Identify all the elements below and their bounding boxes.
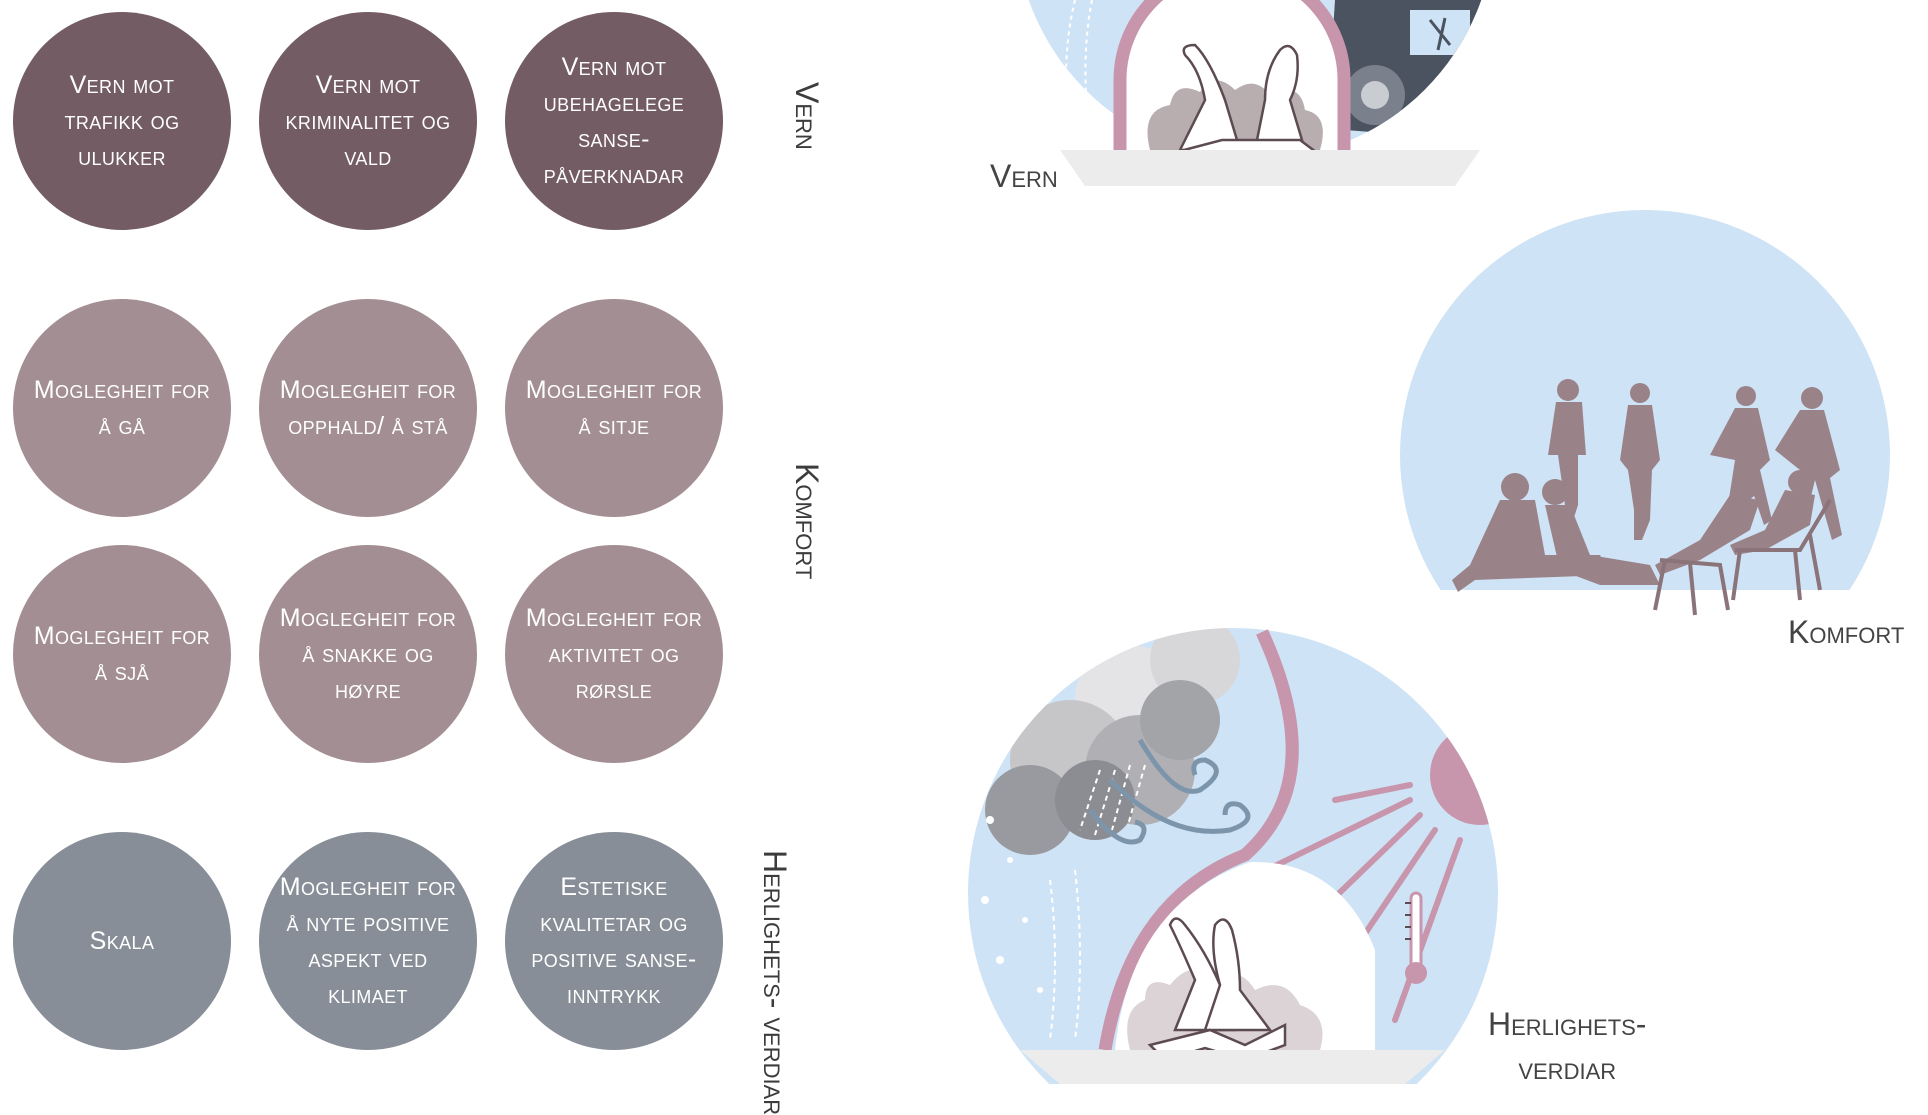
illustrations [968,0,1890,1084]
herlighetsverdiar-illustration [968,628,1498,1084]
circle-herlig-skala: Skala [13,832,231,1050]
circle-text: Moglegheit for å snakke og høyre [279,604,457,704]
chairs-icon [1653,498,1832,616]
wind-icon [1088,738,1251,845]
circle-herlig-estetiske: Estetiske kvalitetar og positive sanse-i… [505,832,723,1050]
komfort-illustration [1400,210,1890,616]
vern-illustration [1026,0,1495,186]
illustration-label-herlighetsverdiar: Herlighets- verdiar [1488,1006,1647,1086]
circle-herlig-klimaet: Moglegheit for å nyte positive aspekt ve… [259,832,477,1050]
circle-text: Moglegheit for aktivitet og rørsle [525,604,703,704]
row-label-vern: Vern [789,82,825,150]
row-label-herlighetsverdiar: Herlighets- verdiar [757,850,793,1115]
circle-text: Moglegheit for opphald/ å stå [279,376,457,440]
circle-komfort-snakke: Moglegheit for å snakke og høyre [259,545,477,763]
circle-komfort-aktivitet: Moglegheit for aktivitet og rørsle [505,545,723,763]
circle-komfort-ga: Moglegheit for å gå [13,299,231,517]
row-label-komfort: Komfort [789,463,825,580]
circle-vern-kriminalitet: Vern mot kriminalitet og vald [259,12,477,230]
circle-komfort-sja: Moglegheit for å sjå [13,545,231,763]
circle-text: Moglegheit for å gå [33,376,211,440]
circle-text: Moglegheit for å sjå [33,622,211,686]
circle-text: Skala [89,927,155,955]
circle-text: Moglegheit for å nyte positive aspekt ve… [279,873,457,1009]
sun-icon [1430,725,1498,825]
circle-vern-sansepaverknad: Vern mot ubehagelege sanse-påverknadar [505,12,723,230]
circle-komfort-opphald: Moglegheit for opphald/ å stå [259,299,477,517]
circle-text: Vern mot kriminalitet og vald [285,71,451,171]
circle-text: Vern mot trafikk og ulukker [64,71,180,171]
circle-text: Vern mot ubehagelege sanse-påverknadar [543,53,685,189]
shelter-curve [1098,629,1299,1052]
circle-text: Estetiske kvalitetar og positive sanse-i… [531,873,697,1009]
circle-komfort-sitje: Moglegheit for å sitje [505,299,723,517]
illustration-label-komfort: Komfort [1788,614,1905,650]
people-silhouettes [1452,379,1842,592]
van-icon [1330,0,1495,153]
circle-vern-trafikk: Vern mot trafikk og ulukker [13,12,231,230]
thermometer-icon [1405,891,1427,984]
circle-text: Moglegheit for å sitje [525,376,703,440]
illustration-label-vern: Vern [990,158,1058,194]
